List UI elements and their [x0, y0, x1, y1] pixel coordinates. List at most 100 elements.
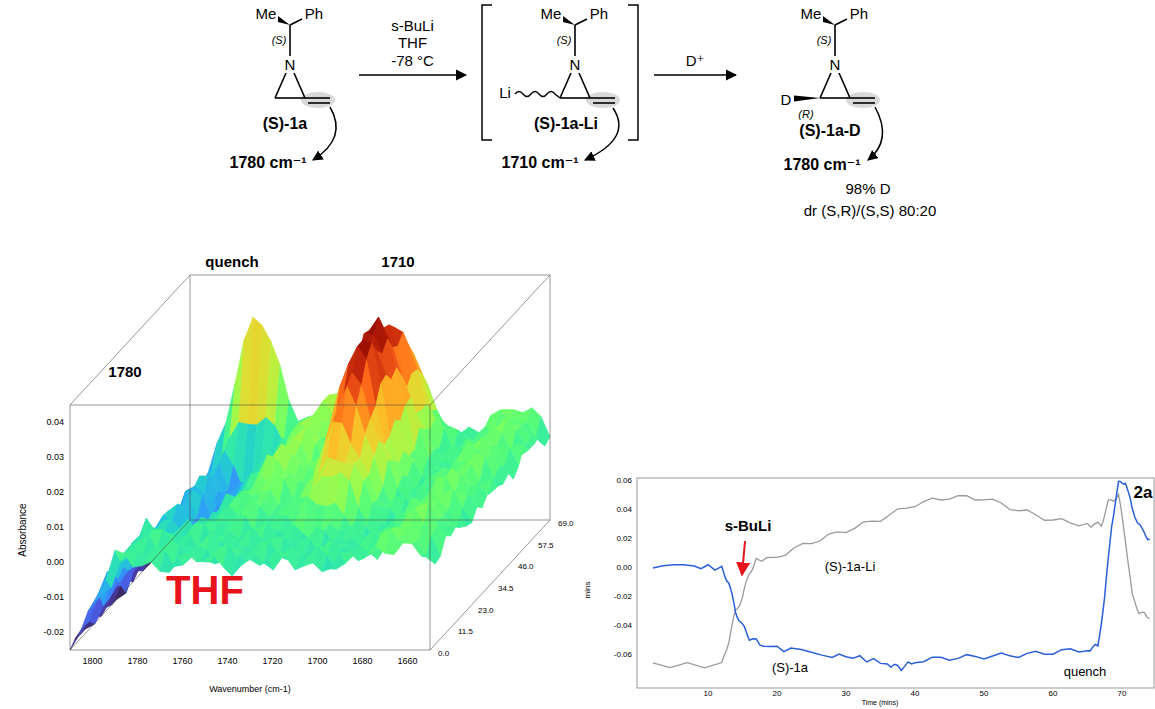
surface-patch [412, 542, 426, 557]
axis-title: Wavenumber (cm-1) [209, 685, 291, 695]
bracket [482, 5, 492, 140]
wedge-bond [794, 96, 820, 102]
bond [820, 97, 850, 99]
compound-label: (S)-1a [263, 115, 307, 133]
surface-patch [187, 553, 201, 562]
axis-tick: 0.02 [616, 535, 632, 544]
peak-label: 1780 [108, 364, 141, 381]
bond [308, 102, 330, 104]
atom-label: N [830, 57, 841, 74]
axis-tick: 11.5 [458, 628, 473, 637]
axis-tick: 20 [773, 690, 782, 699]
bond [289, 25, 291, 56]
bond [560, 97, 590, 99]
atom-label: Me [256, 6, 277, 23]
axis-tick: 1700 [307, 657, 327, 667]
atom-label: D [781, 92, 792, 109]
atom-label: Li [499, 85, 511, 102]
axis-tick: 1740 [217, 657, 237, 667]
axis-title: Absorbance [17, 503, 28, 556]
atom-label: Me [801, 6, 822, 23]
plot-box [430, 520, 550, 650]
axis-tick: 1800 [82, 657, 102, 667]
axis-tick: 57.5 [538, 541, 554, 550]
axis-tick: 1780 [127, 657, 147, 667]
axis-tick: 10 [704, 690, 713, 699]
atom-label: (R) [798, 108, 813, 120]
alkene-highlight [301, 92, 335, 108]
series-label: (S)-1a-Li [825, 560, 876, 574]
axis-tick: 69.0 [558, 520, 574, 529]
plot-box [70, 405, 71, 650]
wavy-bond [515, 92, 560, 99]
axis-tick: 1680 [352, 657, 372, 667]
surface-patch [358, 553, 372, 561]
bracket [628, 5, 638, 140]
molecule-structure [794, 16, 883, 160]
axis-tick: 34.5 [498, 585, 514, 594]
ir-surface [70, 317, 550, 650]
plot-box [430, 405, 431, 650]
molecule-structure [515, 16, 620, 160]
axis-tick: 0.04 [46, 418, 64, 428]
event-label: quench [205, 254, 258, 271]
axis-tick: 0.0 [438, 650, 449, 659]
bond [820, 73, 831, 98]
atom-label: Ph [850, 6, 868, 23]
axis-tick: 0.02 [46, 488, 64, 498]
axis-tick: 23.0 [478, 606, 494, 615]
wedge-bond [278, 16, 290, 25]
axis-tick: 0.06 [616, 477, 632, 486]
compound-label: (S)-1a-Li [534, 115, 598, 133]
bond [290, 19, 302, 25]
series-label: (S)-1a [772, 661, 808, 675]
plot-frame [637, 478, 1154, 688]
axis-title: mins [584, 582, 593, 599]
atom-label: dr (S,R)/(S,S) 80:20 [804, 203, 937, 220]
event-label: quench [1064, 665, 1107, 679]
bond [593, 102, 615, 104]
surface-patch [178, 553, 192, 565]
axis-tick: 0.00 [46, 558, 64, 568]
axis-tick: 40 [911, 690, 920, 699]
bond [834, 25, 836, 56]
addition-arrow [742, 541, 745, 575]
plot-box [70, 650, 430, 651]
series-label: 2a [1134, 484, 1153, 503]
axis-tick: -0.01 [43, 593, 64, 603]
plot-box [550, 275, 551, 520]
atom-label: N [285, 57, 296, 74]
plot-box [190, 275, 191, 520]
axis-tick: 1760 [172, 657, 192, 667]
compound-structure: MePh(S)ND(R)(S)-1a-D1780 cm⁻¹98% Ddr (S,… [740, 0, 960, 225]
axis-tick: 1660 [397, 657, 417, 667]
bond [560, 73, 571, 98]
atom-label: (S) [817, 34, 832, 46]
atom-label: N [570, 57, 581, 74]
reagent-label: s-BuLi THF -78 °C [386, 17, 440, 69]
axis-tick: 46.0 [518, 563, 534, 572]
bond [294, 73, 305, 98]
reaction-arrow [359, 74, 466, 76]
bond [275, 97, 305, 99]
axis-tick: -0.02 [614, 593, 632, 602]
compound-label: 1710 cm⁻¹ [502, 154, 579, 172]
surface-patch [421, 554, 435, 564]
trace-1a [653, 481, 1150, 670]
axis-tick: -0.06 [614, 651, 632, 660]
surface-patch [525, 436, 539, 445]
solvent-label: THF [166, 568, 244, 612]
axis-tick: 50 [980, 690, 989, 699]
plot-box [70, 405, 430, 406]
plot-box [190, 520, 550, 521]
reaction-arrow [654, 74, 736, 76]
compound-label: 1780 cm⁻¹ [230, 154, 307, 172]
atom-label: Ph [305, 6, 323, 23]
alkene-highlight [586, 92, 620, 108]
bond [575, 19, 587, 25]
bond [275, 73, 286, 98]
wedge-bond [563, 16, 575, 25]
atom-label: (S) [272, 34, 287, 46]
axis-tick: 1720 [262, 657, 282, 667]
